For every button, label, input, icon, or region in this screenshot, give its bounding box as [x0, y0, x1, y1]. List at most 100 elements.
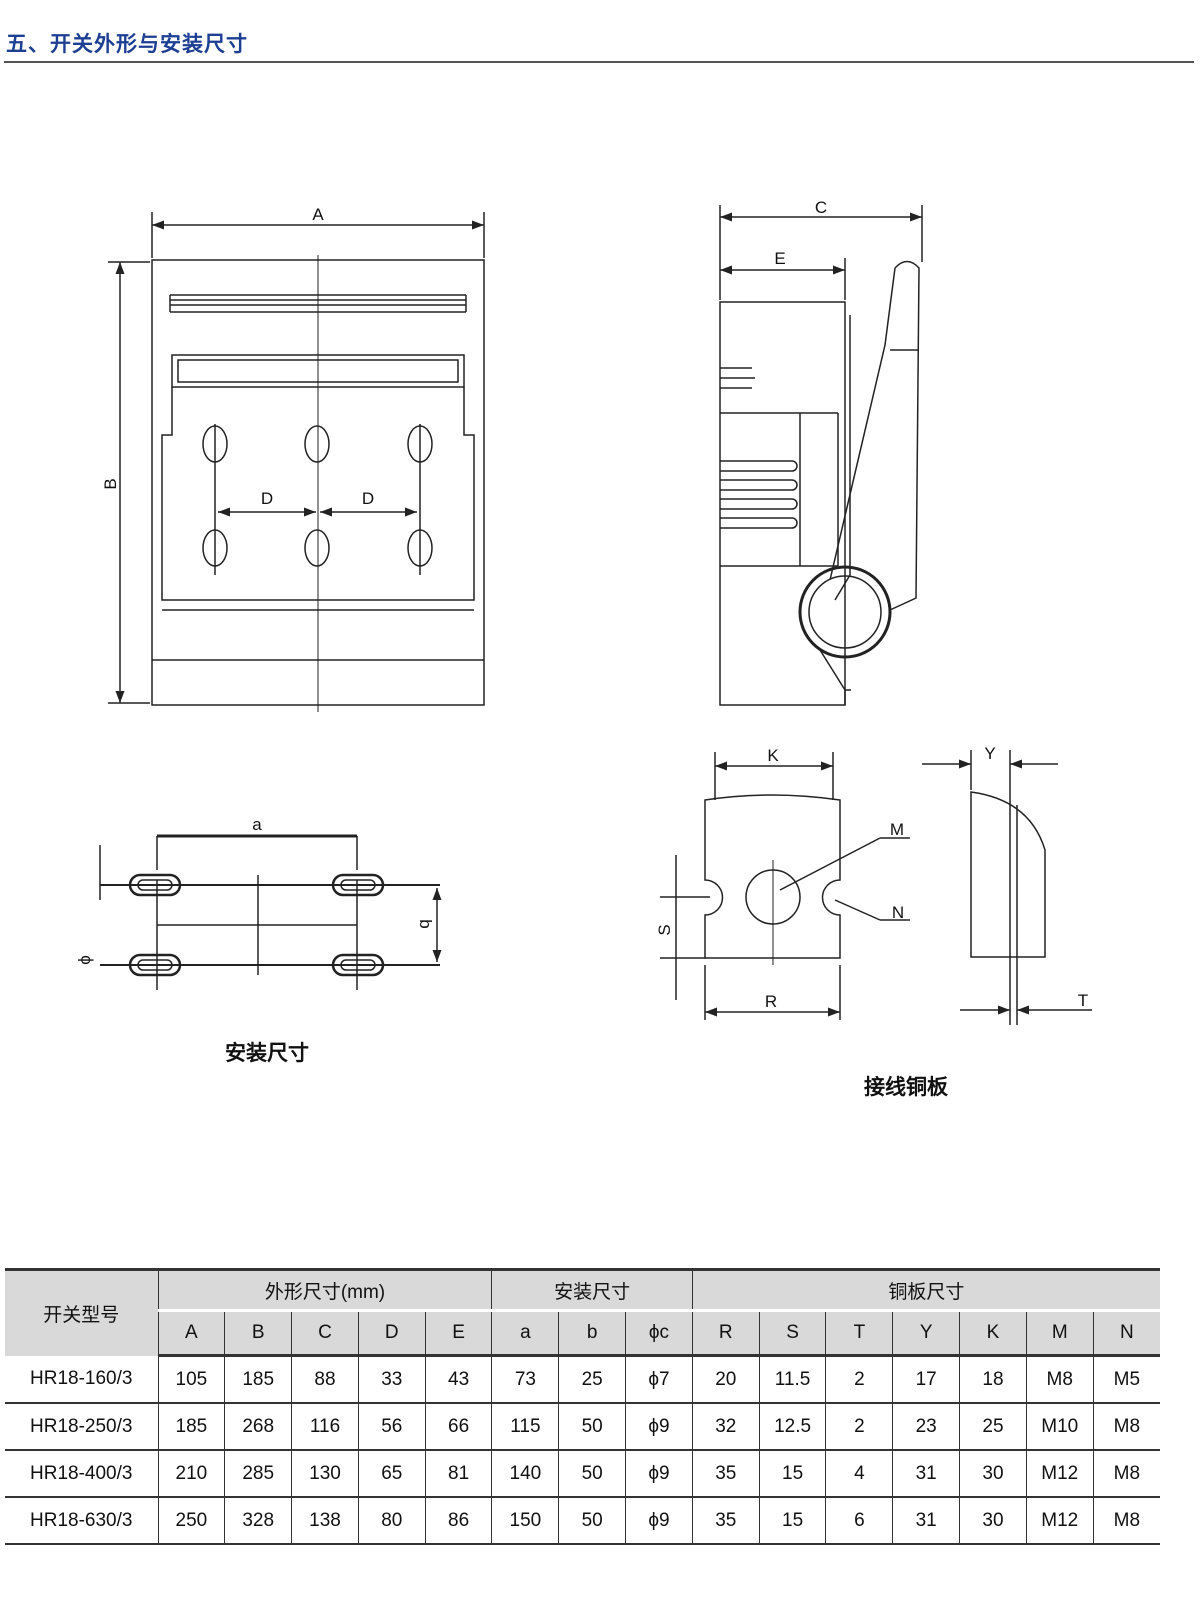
value-cell: 15	[759, 1497, 827, 1545]
column-header: T	[825, 1310, 894, 1357]
dim-label-phi: ϕ	[75, 955, 94, 965]
value-cell: 30	[959, 1450, 1027, 1498]
column-header: E	[425, 1310, 493, 1357]
value-cell: 86	[425, 1497, 493, 1545]
column-header: b	[558, 1310, 627, 1357]
value-cell: M8	[1093, 1403, 1160, 1451]
value-cell: M8	[1093, 1450, 1160, 1498]
column-header: M	[1026, 1310, 1094, 1357]
value-cell: 2	[825, 1403, 894, 1451]
column-header: R	[692, 1310, 760, 1357]
dim-label-a: a	[252, 815, 262, 834]
mounting-caption: 安装尺寸	[225, 1041, 309, 1065]
column-header: C	[291, 1310, 359, 1357]
dim-label-N: N	[892, 903, 904, 922]
value-cell: 50	[558, 1403, 627, 1451]
value-cell: 2	[825, 1355, 894, 1404]
value-cell: 250	[158, 1497, 226, 1545]
value-cell: 43	[425, 1355, 493, 1404]
dim-label-Y: Y	[984, 744, 995, 763]
header-model: 开关型号	[5, 1268, 159, 1356]
dim-label-C: C	[815, 198, 827, 217]
dim-label-E: E	[774, 249, 785, 268]
value-cell: 11.5	[759, 1355, 827, 1404]
column-header: K	[959, 1310, 1027, 1357]
header-group-copper: 铜板尺寸	[692, 1268, 1160, 1312]
model-cell: HR18-400/3	[5, 1450, 159, 1498]
value-cell: 20	[692, 1355, 760, 1404]
dim-label-R: R	[765, 992, 777, 1011]
value-cell: 31	[892, 1450, 961, 1498]
model-cell: HR18-630/3	[5, 1497, 159, 1545]
value-cell: 138	[291, 1497, 359, 1545]
column-header: S	[759, 1310, 827, 1357]
value-cell: 17	[892, 1355, 961, 1404]
dim-label-B: B	[101, 478, 120, 489]
value-cell: 66	[425, 1403, 493, 1451]
value-cell: ϕ9	[625, 1497, 693, 1545]
value-cell: 50	[558, 1450, 627, 1498]
value-cell: 185	[158, 1403, 226, 1451]
front-view-drawing	[108, 212, 485, 712]
column-header: ϕc	[625, 1310, 693, 1357]
value-cell: 6	[825, 1497, 894, 1545]
value-cell: 30	[959, 1497, 1027, 1545]
value-cell: 268	[224, 1403, 293, 1451]
value-cell: M8	[1093, 1497, 1160, 1545]
column-header: A	[158, 1310, 226, 1357]
dim-label-S: S	[655, 924, 674, 935]
value-cell: 285	[224, 1450, 293, 1498]
value-cell: 210	[158, 1450, 226, 1498]
column-header: a	[491, 1310, 560, 1357]
dim-label-K: K	[767, 746, 779, 765]
copper-plate-drawing	[660, 750, 1092, 1025]
value-cell: 115	[491, 1403, 560, 1451]
value-cell: 18	[959, 1355, 1027, 1404]
value-cell: M5	[1093, 1355, 1160, 1404]
dim-label-D: D	[261, 489, 273, 508]
column-header: B	[224, 1310, 293, 1357]
value-cell: ϕ7	[625, 1355, 693, 1404]
value-cell: 35	[692, 1497, 760, 1545]
value-cell: M8	[1026, 1355, 1094, 1404]
value-cell: 15	[759, 1450, 827, 1498]
value-cell: 73	[491, 1355, 560, 1404]
title-divider	[4, 61, 1194, 63]
value-cell: 185	[224, 1355, 293, 1404]
value-cell: 33	[358, 1355, 426, 1404]
value-cell: 56	[358, 1403, 426, 1451]
value-cell: M12	[1026, 1497, 1094, 1545]
value-cell: 23	[892, 1403, 961, 1451]
value-cell: ϕ9	[625, 1403, 693, 1451]
value-cell: 32	[692, 1403, 760, 1451]
dim-label-T: T	[1078, 991, 1088, 1010]
dim-label-A: A	[312, 205, 324, 224]
value-cell: 140	[491, 1450, 560, 1498]
value-cell: 105	[158, 1355, 226, 1404]
value-cell: 25	[959, 1403, 1027, 1451]
dim-label-D: D	[362, 489, 374, 508]
value-cell: M10	[1026, 1403, 1094, 1451]
side-view-drawing	[719, 205, 923, 706]
value-cell: 50	[558, 1497, 627, 1545]
column-header: N	[1093, 1310, 1160, 1357]
model-cell: HR18-160/3	[5, 1355, 159, 1404]
value-cell: 130	[291, 1450, 359, 1498]
value-cell: 150	[491, 1497, 560, 1545]
value-cell: 12.5	[759, 1403, 827, 1451]
value-cell: M12	[1026, 1450, 1094, 1498]
value-cell: 80	[358, 1497, 426, 1545]
column-header: D	[358, 1310, 426, 1357]
dim-label-b: b	[416, 919, 435, 928]
mounting-drawing	[99, 834, 442, 990]
value-cell: 81	[425, 1450, 493, 1498]
model-cell: HR18-250/3	[5, 1403, 159, 1451]
value-cell: 25	[558, 1355, 627, 1404]
column-header: Y	[892, 1310, 961, 1357]
copper-plate-caption: 接线铜板	[864, 1075, 949, 1099]
header-group-outline: 外形尺寸(mm)	[158, 1268, 493, 1312]
